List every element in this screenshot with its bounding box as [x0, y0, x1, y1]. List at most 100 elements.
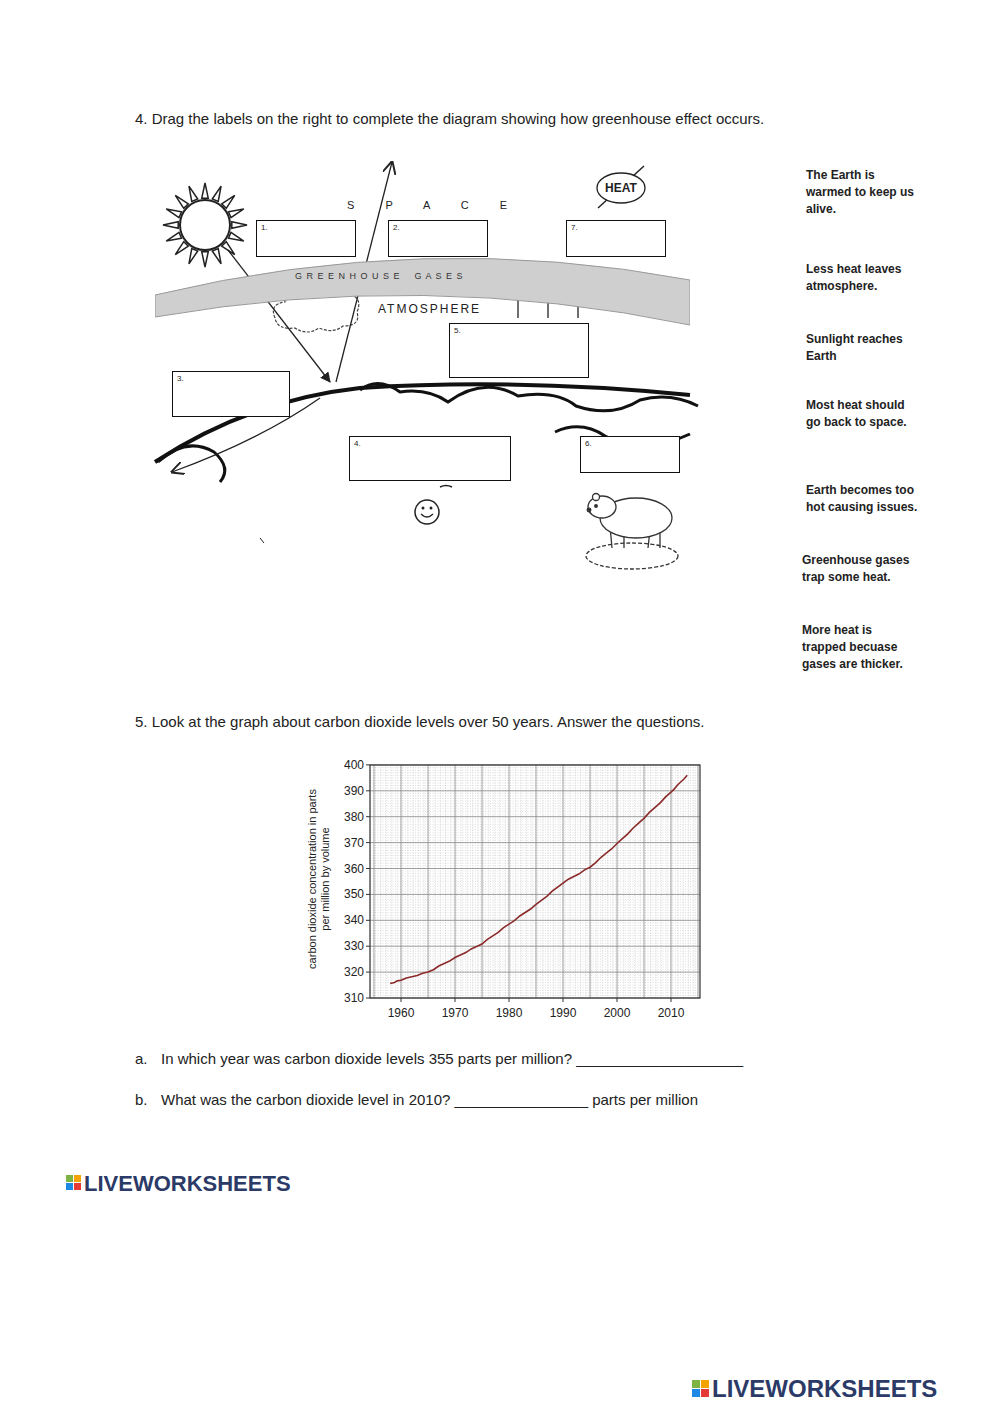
question-text: a.	[135, 1050, 155, 1069]
smiley-eye	[430, 507, 433, 510]
heat-symbol: HEAT	[596, 172, 646, 204]
sun-ray	[202, 252, 208, 267]
major-grid	[374, 765, 375, 998]
sun-ray	[166, 209, 181, 218]
callout-number: 3.	[177, 374, 184, 384]
band-shape	[155, 255, 690, 327]
major-grid	[590, 765, 591, 998]
axis-title: carbon dioxide concentration in parts pe…	[306, 789, 332, 969]
minor-grid	[370, 922, 700, 923]
sun	[180, 200, 230, 250]
smiley-face	[415, 500, 439, 524]
minor-grid	[370, 873, 700, 874]
minor-grid	[370, 814, 700, 815]
logo-square	[66, 1183, 73, 1190]
logo-square	[692, 1380, 700, 1388]
minor-grid	[370, 785, 700, 786]
axis-tick-label: 2000	[597, 1006, 637, 1021]
minor-grid	[494, 765, 495, 998]
minor-grid	[667, 765, 668, 998]
question-text: In which year was carbon dioxide levels …	[161, 1050, 861, 1069]
minor-grid	[370, 775, 700, 776]
minor-grid	[370, 899, 700, 900]
minor-grid	[370, 985, 700, 986]
bear-eye	[595, 505, 598, 508]
logo-square	[701, 1380, 709, 1388]
answer-box: 5.	[449, 323, 589, 378]
minor-grid	[370, 884, 700, 885]
answer-box: 4.	[349, 436, 511, 481]
drag-label: Less heat leaves atmosphere.	[806, 261, 918, 295]
minor-grid	[370, 876, 700, 877]
minor-grid	[370, 863, 700, 864]
minor-grid	[370, 928, 700, 929]
minor-grid	[370, 852, 700, 853]
plot-frame	[370, 765, 700, 998]
bear-ear	[593, 494, 600, 501]
minor-grid	[370, 801, 700, 802]
minor-grid	[370, 930, 700, 931]
logo-square	[74, 1183, 81, 1190]
minor-grid	[370, 783, 700, 784]
minor-grid	[370, 979, 700, 980]
minor-grid	[370, 865, 700, 866]
major-grid	[370, 972, 700, 973]
minor-grid	[429, 765, 430, 998]
sun-ray	[175, 195, 188, 208]
major-grid	[370, 894, 700, 895]
major-grid	[563, 765, 564, 998]
answer-box: 2.	[388, 220, 488, 257]
minor-grid	[370, 972, 700, 973]
major-grid	[370, 946, 700, 947]
ice-floe	[586, 543, 678, 569]
band-fill	[155, 258, 690, 325]
minor-grid	[370, 855, 700, 856]
region-label: ATMOSPHERE	[378, 302, 518, 317]
axis-tick-label: 1990	[543, 1006, 583, 1021]
minor-grid	[370, 772, 700, 773]
callout-number: 7.	[571, 223, 578, 233]
minor-grid	[370, 995, 700, 996]
sun-rays	[163, 183, 247, 267]
question-text: 4. Drag the labels on the right to compl…	[135, 110, 955, 129]
logo-square	[692, 1389, 700, 1397]
major-grid	[455, 765, 456, 998]
minor-grid	[370, 847, 700, 848]
major-grid	[671, 765, 672, 998]
logo-square	[74, 1175, 81, 1182]
sun-ray	[212, 186, 221, 201]
minor-grid	[499, 765, 500, 998]
answer-box: 7.	[566, 220, 666, 257]
continent	[158, 446, 225, 482]
band-label: G R E E N H O U S E G A S E S	[295, 271, 464, 282]
bear-nose	[587, 508, 591, 512]
sun-ray	[212, 249, 221, 264]
heat-label: HEAT	[604, 182, 638, 194]
minor-grid	[370, 907, 700, 908]
answer-box: 1.	[256, 220, 356, 257]
greenhouse-gas-band: G R E E N H O U S E G A S E S	[155, 255, 690, 327]
logo-square	[66, 1175, 73, 1182]
minor-grid	[370, 798, 700, 799]
callout-number: 5.	[454, 326, 461, 336]
minor-grid	[370, 943, 700, 944]
minor-grid	[370, 909, 700, 910]
minor-grid	[370, 896, 700, 897]
major-grid	[536, 765, 537, 998]
minor-grid	[370, 860, 700, 861]
axis-tick-label: 310	[330, 991, 364, 1006]
sun-ray	[189, 186, 198, 201]
minor-grid	[370, 886, 700, 887]
minor-grid	[370, 788, 700, 789]
minor-grid	[370, 780, 700, 781]
major-grid	[370, 790, 700, 791]
logo-text: LIVEWORKSHEETS	[84, 1170, 344, 1198]
sun-ray	[222, 242, 235, 255]
callout-number: 6.	[585, 439, 592, 449]
minor-grid	[370, 935, 700, 936]
minor-grid	[370, 881, 700, 882]
major-grid	[698, 765, 699, 998]
minor-grid	[370, 964, 700, 965]
minor-grid	[370, 770, 700, 771]
